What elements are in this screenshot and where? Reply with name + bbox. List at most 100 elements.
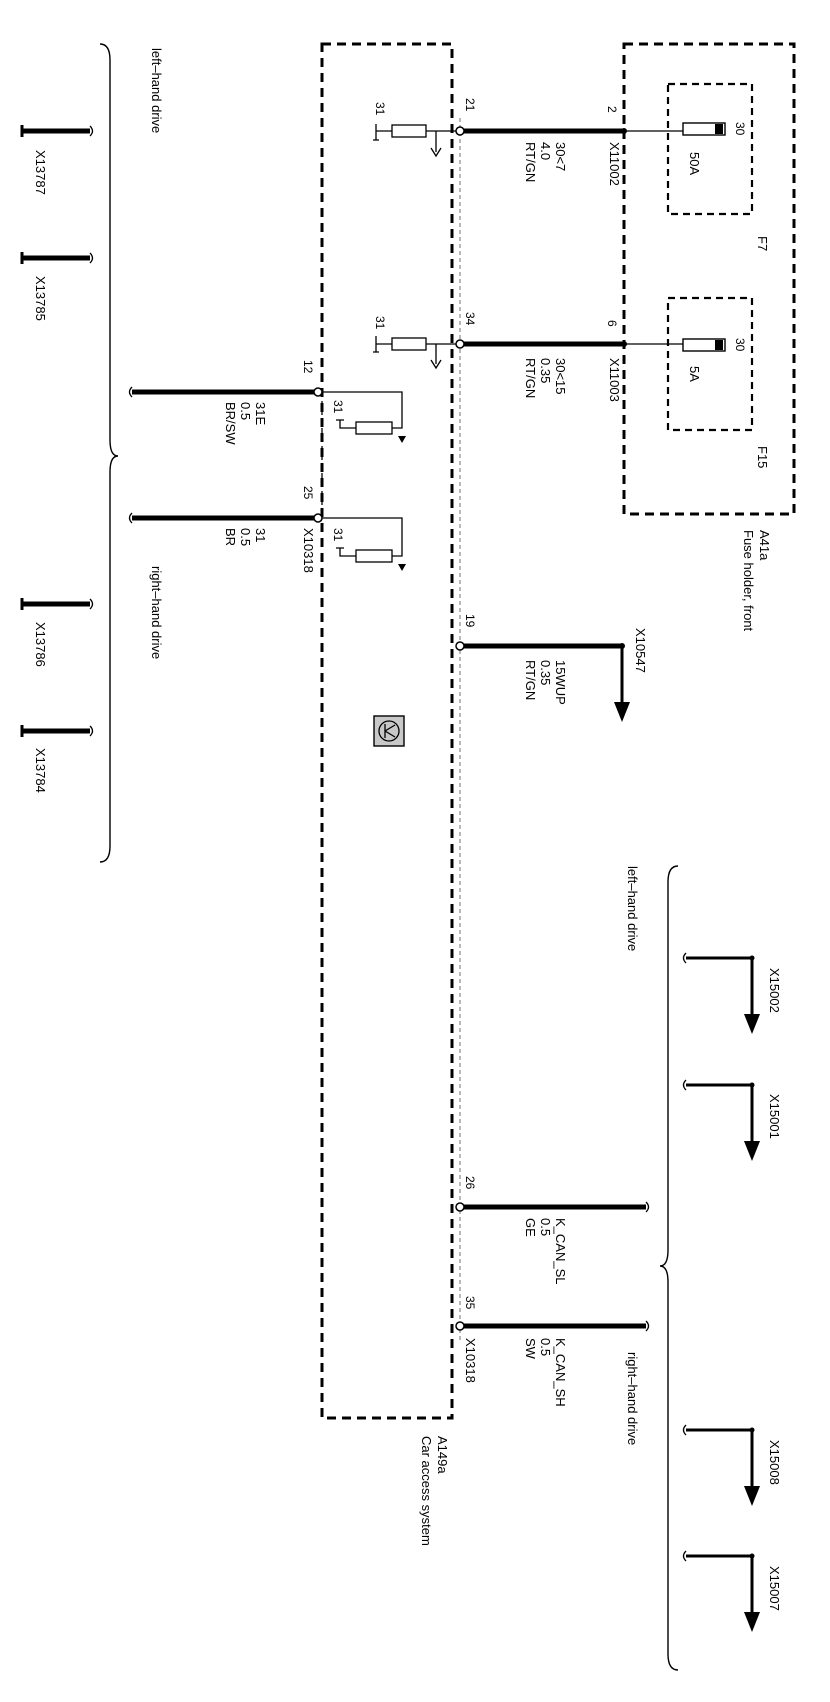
fuse-holder-id: A41a [757,530,772,561]
wire-w1-connector: X11002 [607,142,622,186]
wire-g2-color: BR [223,528,238,546]
resistor-21-gnd-tee [373,124,379,141]
wire-w3-signal: 15WUP [553,660,568,705]
wire-w1-splice [455,126,465,136]
fuse-f15-cap [715,340,723,350]
wire-w1-end [621,128,627,134]
resistor-21-ground: 31 [373,102,387,116]
wire-g2-size: 0.5 [238,528,253,546]
fuse-f15-frame [666,296,754,432]
fuse-f15-rating: 5A [687,366,702,382]
wire-w3-splice [455,641,465,651]
module-id: A149a [435,1436,450,1474]
wire-w4-color: GE [523,1218,538,1237]
wire-w5-pin-module: 35 [463,1296,477,1310]
resistor-34-ground: 31 [373,316,387,330]
fuse-holder-box [622,42,796,516]
wire-g2-splice [313,513,323,523]
can-connector-x15001-arrow-head [744,1141,760,1161]
module-name: Car access system [419,1436,434,1546]
resistor-12-path [322,391,403,429]
can-options-left-label: left–hand drive [625,866,640,951]
resistor-21-arrow [430,131,442,158]
fuse-f7-pin: 30 [733,122,747,136]
can-connector-x15001-pin [749,1082,755,1088]
can-options: left–hand drive right–hand drive X15002 … [625,865,782,1671]
wire-w4-splice [455,1202,465,1212]
wire-w1-pin-fuse: 2 [605,106,619,113]
resistor-25-path [322,517,403,557]
wire-g1-size: 0.5 [238,402,253,420]
fuse-holder-name: Fuse holder, front [741,530,756,632]
can-options-right-label: right–hand drive [625,1352,640,1445]
wire-g2-connector: X10318 [301,528,316,573]
can-connector-x15008-id: X15008 [767,1440,782,1485]
can-connector-x15001-hook [682,1079,687,1091]
fuse-f7-cap [715,124,723,134]
can-connector-x15002: X15002 [682,952,782,1034]
can-connector-x15007-id: X15007 [767,1566,782,1611]
wire-w2-end [621,341,627,347]
wire-pin21-to-f7: 21 2 30<7 4.0 RT/GN X11002 [455,98,683,186]
wire-g1-pin-module: 12 [301,360,315,374]
wire-w1-pin-module: 21 [463,98,477,112]
wire-w2-signal: 30<15 [553,358,568,395]
can-connector-x15008-arrow-head [744,1486,760,1506]
fuse-f7-frame [666,82,754,216]
can-connector-x15001-id: X15001 [767,1094,782,1139]
ground-point-x13787-id: X13787 [33,150,48,195]
fuse-f15-body [682,338,726,352]
resistor-25-ground: 31 [331,528,345,542]
resistor-12 [355,421,393,435]
ground-options: left–hand drive right–hand drive X13787 … [20,43,164,863]
can-connector-x15002-arrow-head [744,1014,760,1034]
wire-g1-end-hook [128,386,133,398]
resistor-34 [391,337,427,351]
transistor-symbol-lines [384,724,396,738]
wire-w2-splice [455,339,465,349]
ground-options-right-label: right–hand drive [149,566,164,659]
fuse-holder: A41a Fuse holder, front 30 50A F7 30 5A … [622,42,796,632]
can-connector-x15007-pin [749,1553,755,1559]
ground-point-x13786-hook [89,598,94,610]
ground-point-x13787: X13787 [20,125,94,195]
fuse-f15-id: F15 [755,446,770,468]
wire-g1-signal: 31E [253,402,268,425]
wire-g2-signal: 31 [253,528,268,542]
wire-g2-end-hook [128,512,133,524]
fuse-f7-body [682,122,726,136]
wire-w5-color: SW [523,1338,538,1360]
resistor-21 [391,124,427,138]
wire-w3-pin-module: 19 [463,614,477,628]
can-connector-x15007: X15007 [682,1550,782,1632]
resistor-25-ground-mark [398,564,406,571]
wire-w3-connector: X10547 [633,628,648,673]
ground-point-x13785: X13785 [20,252,94,321]
internal-resistor-34: 31 [373,316,460,370]
wire-w1-color: RT/GN [523,142,538,182]
can-connector-x15007-arrow-head [744,1612,760,1632]
wire-w1-signal: 30<7 [553,142,568,171]
resistor-12-ground-mark [398,436,406,443]
wire-w5-connector: X10318 [463,1338,478,1383]
wire-pin35-k-can-sh: 35 K_CAN_SH 0.5 SW X10318 [455,1296,650,1407]
fuse-f7-rating: 50A [687,152,702,175]
car-access-system-box [320,42,454,1420]
wire-w3-arrow-head [614,702,630,722]
internal-resistor-12: 31 [322,391,406,443]
ground-point-x13787-hook [89,125,94,137]
wire-pin12-ground: 12 31E 0.5 BR/SW [128,360,323,445]
wire-w2-pin-module: 34 [463,312,477,326]
car-access-system: A149a Car access system 31 31 31 [320,42,461,1546]
wire-g1-color: BR/SW [223,402,238,445]
wire-w5-end-hook [645,1320,650,1332]
wire-pin19-to-x10547: 19 15WUP 0.35 RT/GN X10547 [455,614,648,722]
wire-w4-pin-module: 26 [463,1176,477,1190]
fuse-f7-id: F7 [755,236,770,251]
wire-w3-color: RT/GN [523,660,538,700]
ground-options-brace [99,43,119,863]
wire-w3-size: 0.35 [538,660,553,685]
wire-w4-end-hook [645,1201,650,1213]
wire-pin34-to-f15: 34 6 30<15 0.35 RT/GN X11003 [455,312,683,402]
